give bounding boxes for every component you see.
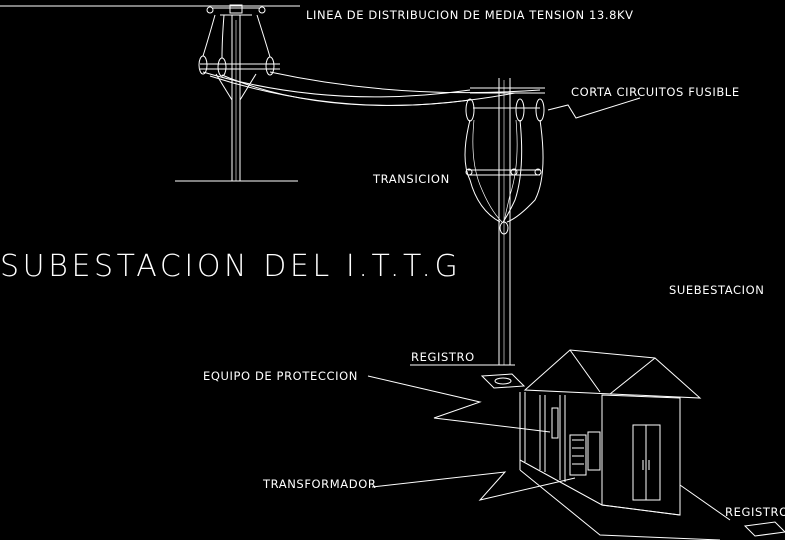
overhead-conductors: [202, 71, 541, 106]
left-distribution-pole: [175, 4, 298, 182]
substation-label: SUEBESTACION: [669, 283, 765, 297]
transition-label: TRANSICION: [373, 172, 450, 186]
transition-pole: [410, 78, 641, 366]
registro-box-top: [480, 373, 526, 389]
main-title: SUBESTACION DEL I.T.T.G: [0, 249, 462, 284]
registro-box-bottom: [743, 521, 785, 537]
distribution-line-label: LINEA DE DISTRIBUCION DE MEDIA TENSION 1…: [306, 8, 634, 22]
transformer-label: TRANSFORMADOR: [263, 477, 377, 491]
fuse-cutouts-label: CORTA CIRCUITOS FUSIBLE: [571, 85, 740, 99]
protection-equipment-label: EQUIPO DE PROTECCION: [203, 369, 358, 383]
substation-building: [519, 349, 731, 540]
registro-bottom-label: REGISTRO: [725, 505, 785, 519]
leader-lines: [367, 375, 576, 501]
registro-top-label: REGISTRO: [411, 350, 475, 364]
